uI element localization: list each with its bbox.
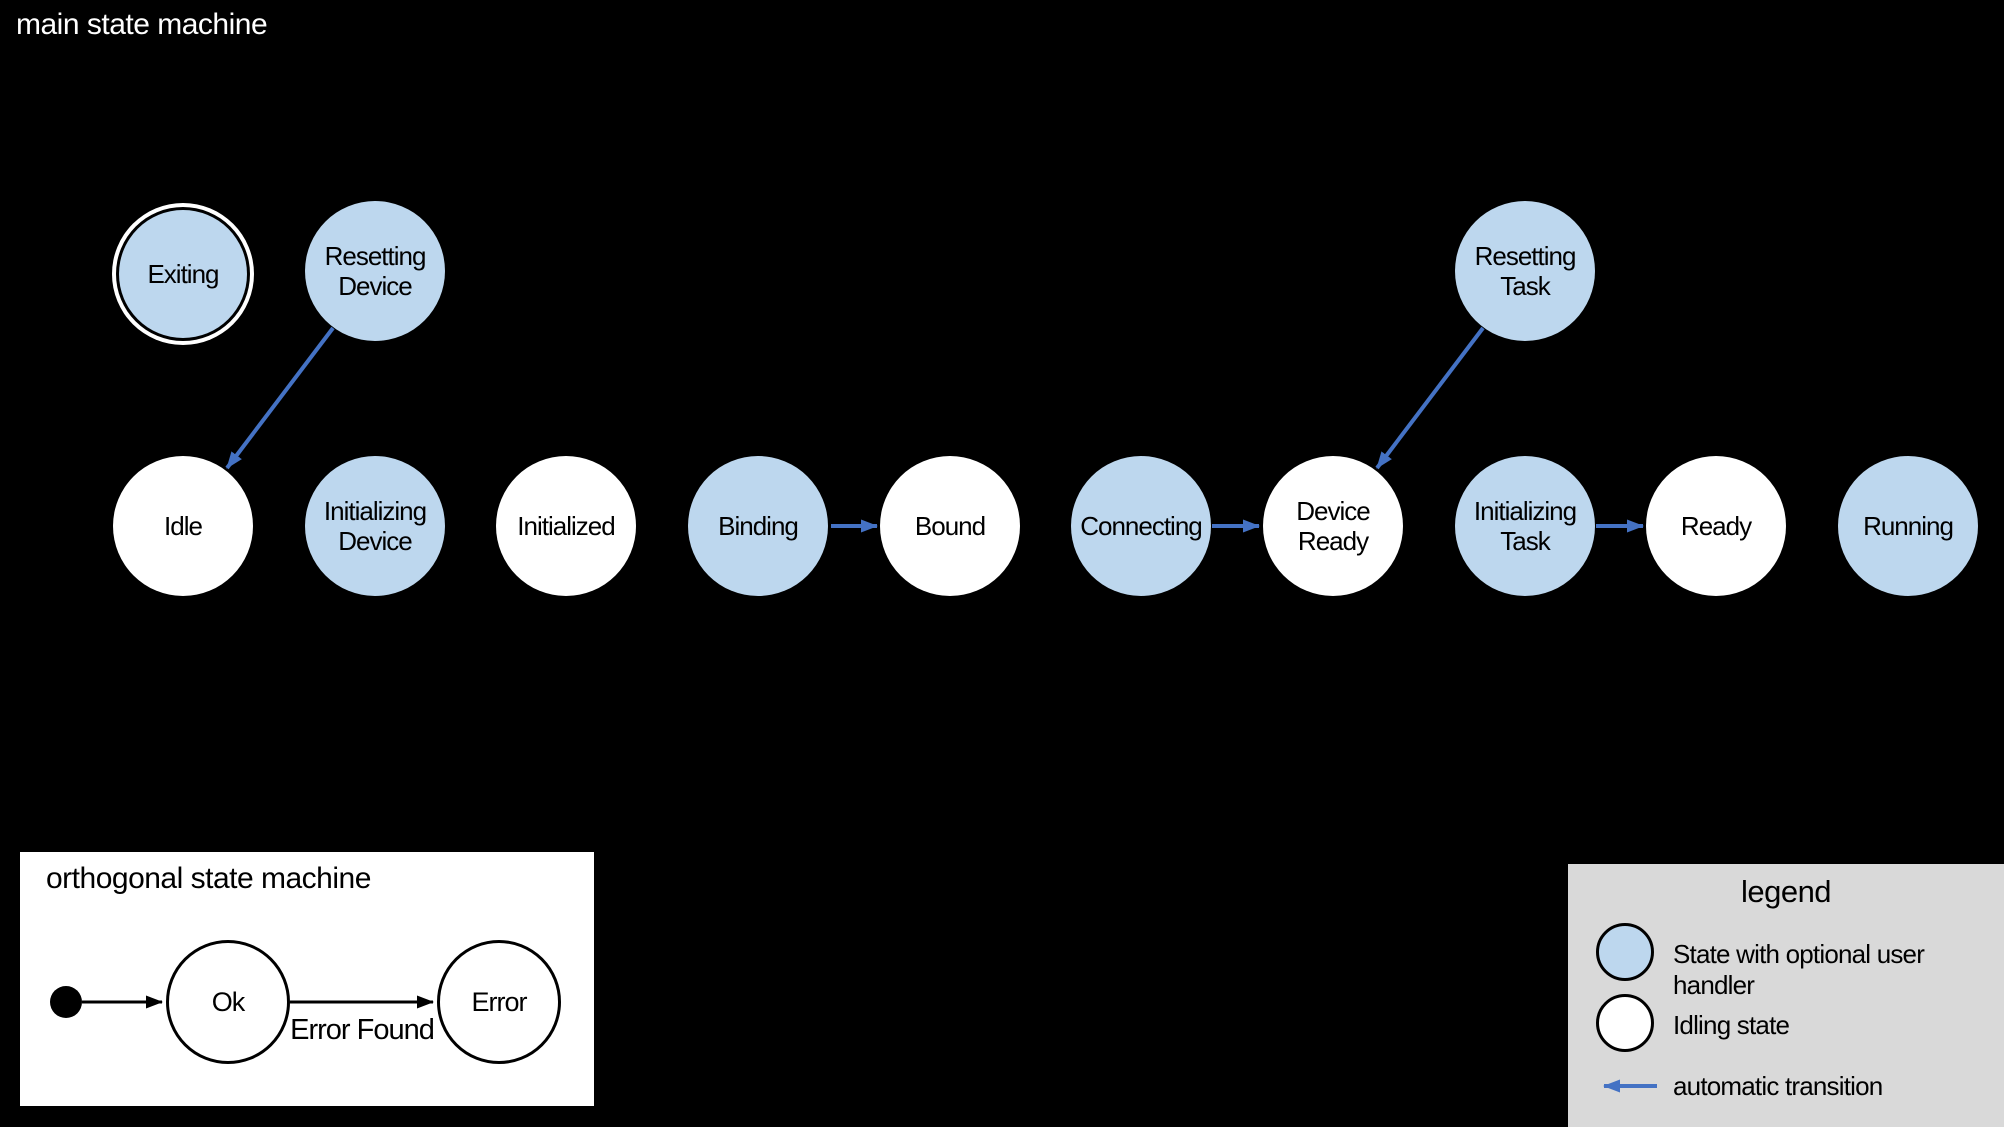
orthogonal-state-machine-panel: orthogonal state machine Ok Error Error … — [20, 852, 594, 1106]
main-diagram-title: main state machine — [16, 8, 268, 41]
state-label: Ready — [1680, 510, 1752, 541]
state-node-error: Error — [437, 940, 561, 1064]
legend-user-handler-state-swatch — [1596, 923, 1654, 981]
state-node-resetting-device: Resetting Device — [305, 201, 445, 341]
state-node-resetting-task: Resetting Task — [1455, 201, 1595, 341]
state-label: Exiting — [147, 258, 219, 289]
transition-arrow-resetting-device-to-idle — [225, 326, 335, 470]
state-label: Resetting Task — [1474, 240, 1577, 301]
state-node-binding: Binding — [688, 456, 828, 596]
state-node-initializing-task: Initializing Task — [1455, 456, 1595, 596]
legend-item-label: Idling state — [1673, 1010, 1790, 1040]
state-node-connecting: Connecting — [1071, 456, 1211, 596]
state-node-ready: Ready — [1646, 456, 1786, 596]
legend-item-label: State with optional user handler — [1673, 939, 1925, 1000]
legend-idling-state-swatch — [1596, 994, 1654, 1052]
state-node-bound: Bound — [880, 456, 1020, 596]
state-node-initializing-device: Initializing Device — [305, 456, 445, 596]
state-node-idle: Idle — [113, 456, 253, 596]
legend-item-label: automatic transition — [1673, 1071, 1883, 1101]
state-label: Resetting Device — [324, 240, 427, 301]
state-label: Initialized — [517, 510, 615, 541]
state-node-exiting: Exiting — [119, 210, 247, 338]
state-label: Initializing Task — [1473, 495, 1577, 556]
state-node-device-ready: Device Ready — [1263, 456, 1403, 596]
state-label: Running — [1863, 510, 1954, 541]
state-label: Binding — [718, 510, 799, 541]
state-label: Ok — [211, 986, 246, 1017]
state-node-running: Running — [1838, 456, 1978, 596]
state-node-initialized: Initialized — [496, 456, 636, 596]
transition-arrow-resetting-task-to-device-ready — [1375, 326, 1485, 470]
state-label: Connecting — [1080, 510, 1203, 541]
legend-panel: legend State with optional user handler … — [1568, 864, 2004, 1127]
state-label: Bound — [914, 510, 986, 541]
legend-title: legend — [1740, 874, 1832, 909]
orthogonal-diagram-title: orthogonal state machine — [46, 862, 371, 895]
transition-label-error-found: Error Found — [290, 1014, 435, 1046]
state-label: Error — [471, 986, 528, 1017]
state-label: Idle — [164, 510, 203, 541]
state-label: Initializing Device — [323, 495, 427, 556]
state-label: Device Ready — [1296, 495, 1370, 556]
state-node-ok: Ok — [166, 940, 290, 1064]
legend-automatic-transition-arrow — [1603, 1079, 1657, 1093]
initial-state-dot — [50, 986, 82, 1018]
